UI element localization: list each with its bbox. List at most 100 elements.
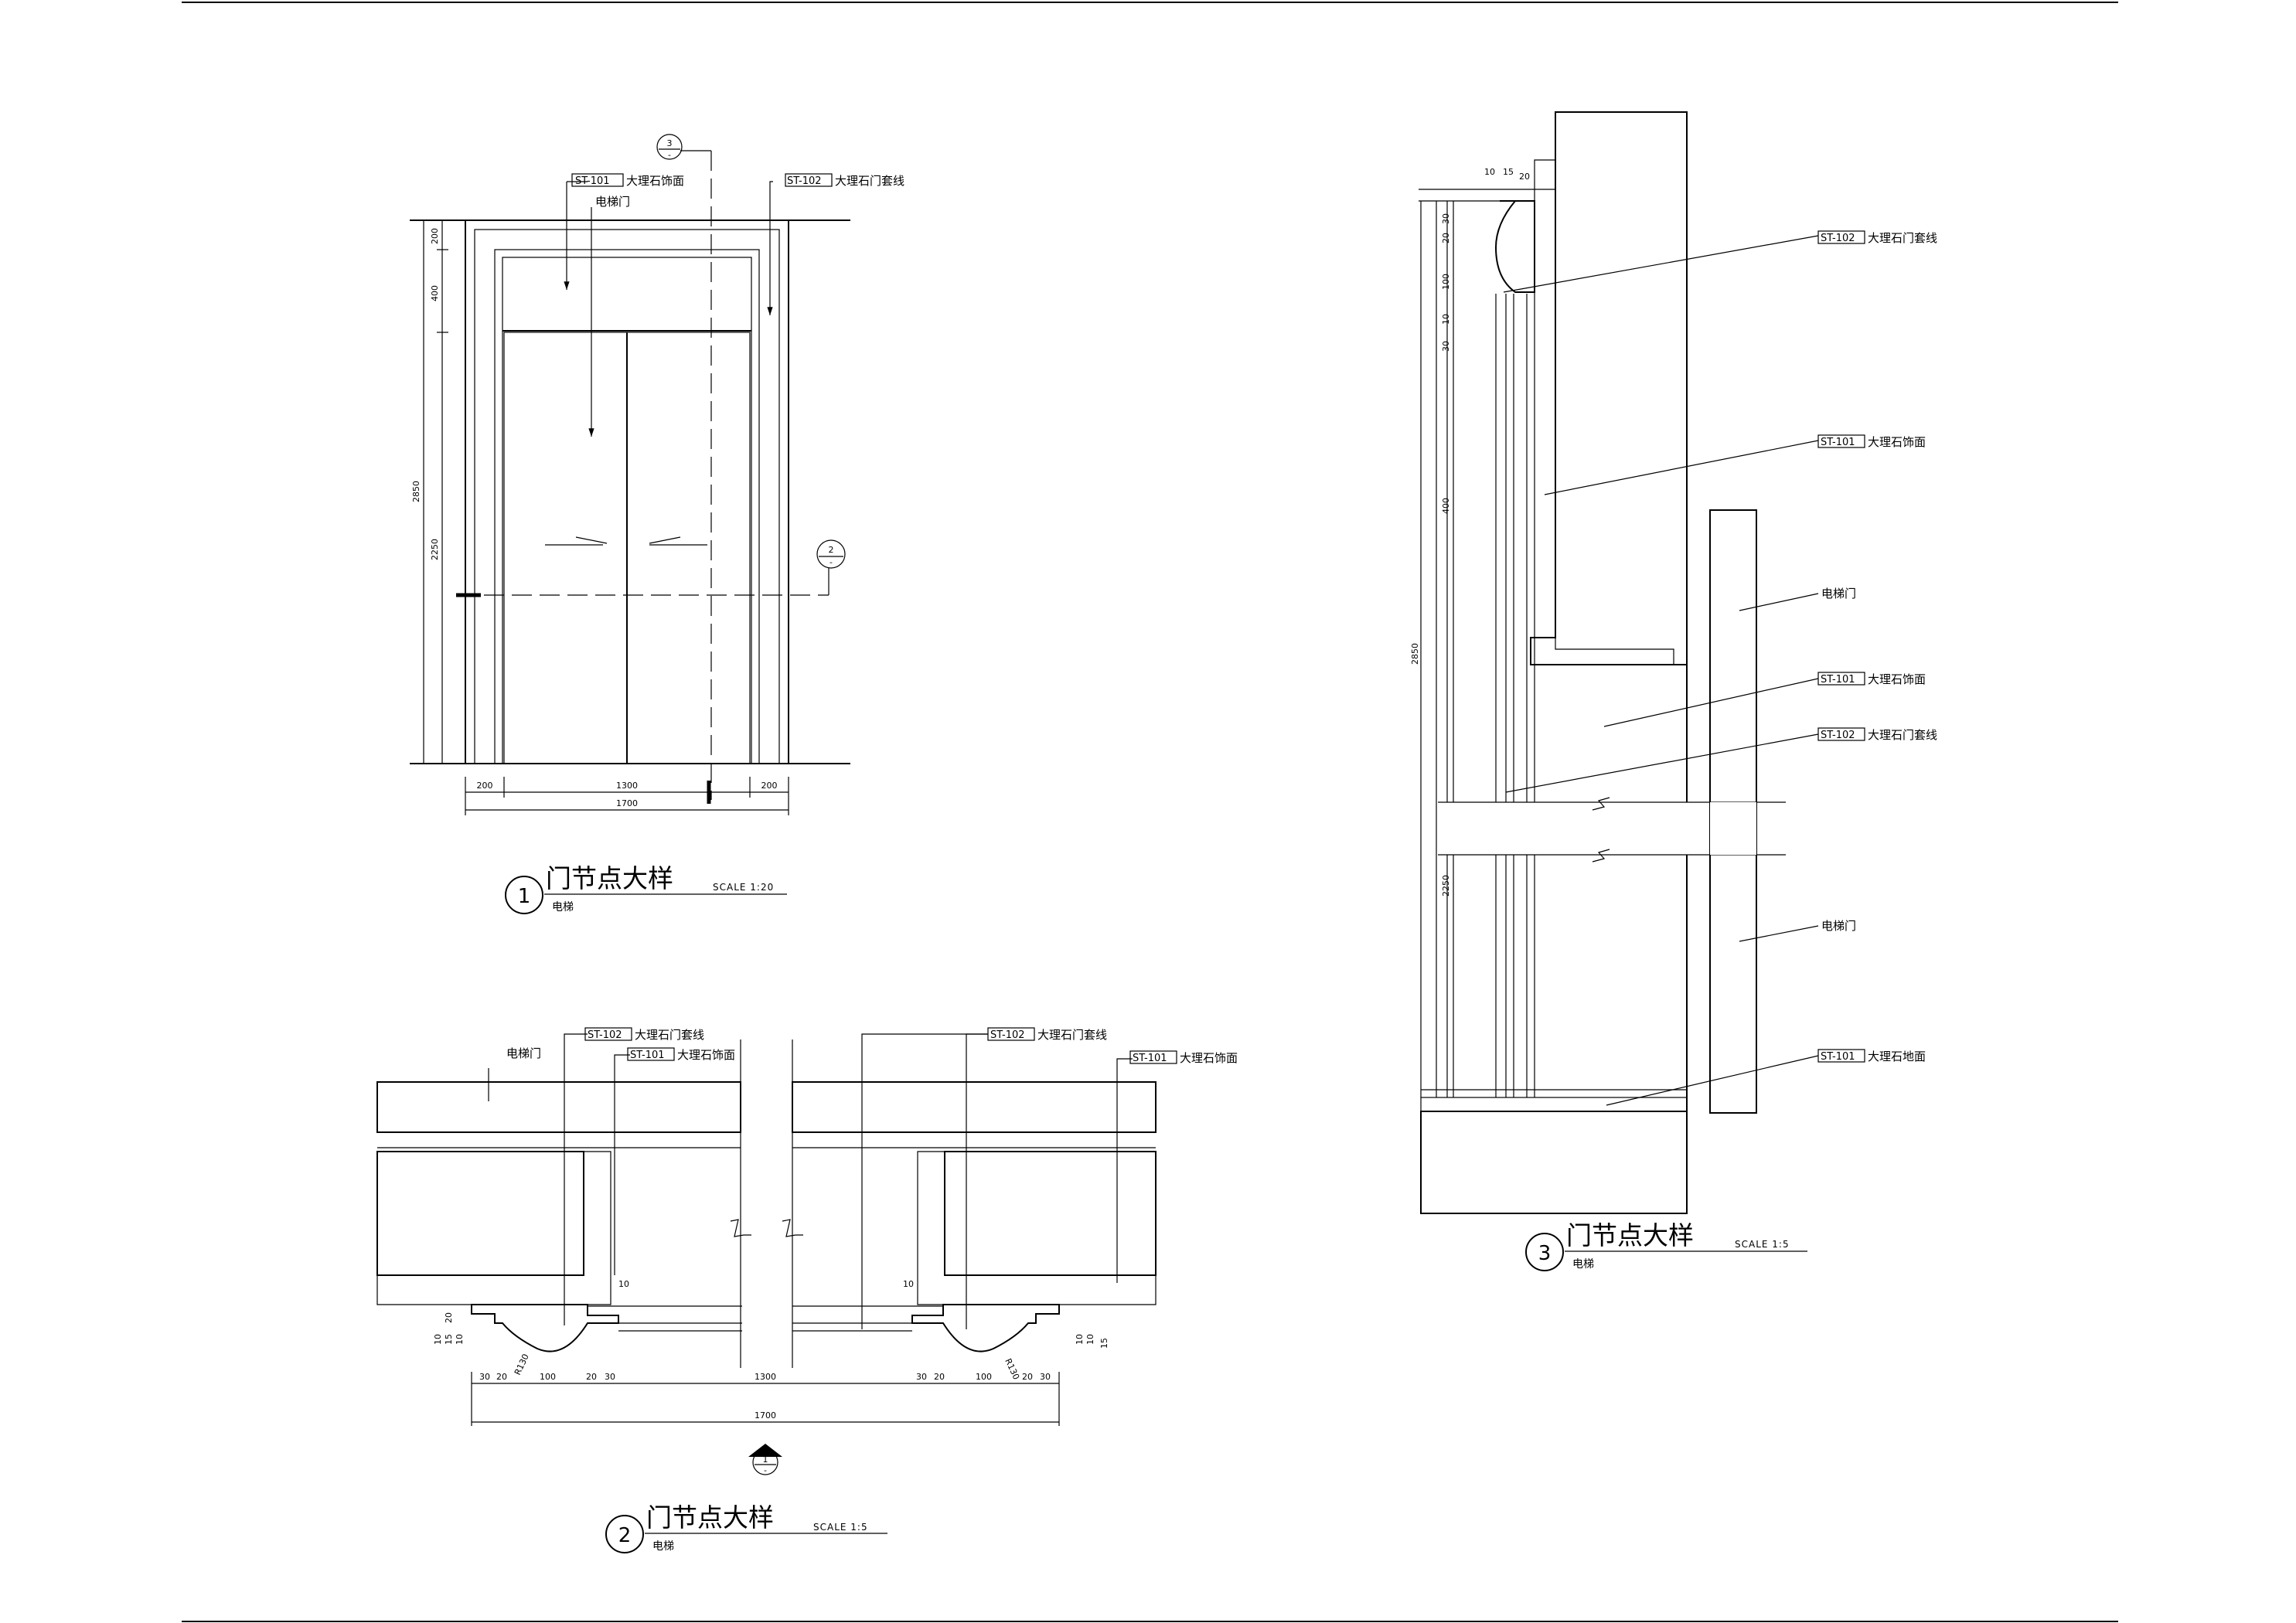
d1-label-st102: ST-102 大理石门套线 [785, 173, 904, 188]
d1-dim-h-1300: 1300 [616, 781, 638, 791]
d2-text-st101-left: 大理石饰面 [677, 1048, 735, 1062]
d2-tag-st102-left: ST-102 [588, 1029, 622, 1041]
d1-text-st102: 大理石门套线 [835, 174, 904, 188]
d2-text-st102-left: 大理石门套线 [635, 1028, 704, 1042]
d2-marker-sub: - [764, 1465, 767, 1475]
d2-text-st102-right: 大理石门套线 [1037, 1028, 1107, 1042]
d2-side-r-10b: 10 [1085, 1334, 1095, 1345]
d3-label-4: ST-101 大理石饰面 [1817, 672, 1926, 686]
d2-title-number: 2 [618, 1524, 632, 1547]
d3-top-15: 15 [1503, 167, 1514, 177]
d1-title-text: 门节点大样 [546, 863, 673, 893]
d3-leader-1 [1503, 235, 1819, 293]
d3-label-6: 电梯门 [1821, 919, 1856, 933]
detail3-section: ST-102 大理石门套线 ST-101 大理石饰面 电梯门 ST-101 大理… [1410, 111, 1937, 1271]
d2-tag-st101-left: ST-101 [630, 1050, 665, 1061]
detail2-plan: 电梯门 ST-102 大理石门套线 ST-101 大理石饰面 ST-102 大理… [376, 1027, 1238, 1553]
detail3-title-block: 3 门节点大样 SCALE 1:5 电梯 [1525, 1220, 1807, 1271]
d1-dim-h-1700: 1700 [616, 798, 638, 808]
d2-marker-num: 1 [763, 1455, 768, 1465]
d3-text-5: 大理石门套线 [1868, 728, 1937, 742]
d3-dim-2850: 2850 [1410, 643, 1420, 665]
d3-leader-5 [1505, 733, 1819, 793]
d3-text-1: 大理石门套线 [1868, 231, 1937, 245]
wall-right-hatch [944, 1151, 1157, 1276]
callout-2-sub: - [829, 557, 833, 567]
d2-leader-st101-left [614, 1054, 630, 1275]
d2-leader-st101-right [1116, 1058, 1133, 1283]
d2-bl-100: 100 [540, 1372, 556, 1382]
d3-title-number: 3 [1538, 1242, 1552, 1265]
d2-side-r-10: 10 [1075, 1334, 1085, 1345]
d3-dim-100: 100 [1441, 274, 1451, 290]
d3-label-1: ST-102 大理石门套线 [1817, 230, 1937, 245]
d3-casing-profile [1494, 200, 1535, 293]
d3-text-2: 大理石饰面 [1868, 435, 1926, 449]
break-zig-right [782, 1219, 803, 1237]
finish-left [376, 1151, 611, 1305]
d3-finish-upper [1534, 159, 1674, 665]
d1-scale: SCALE 1:20 [713, 882, 774, 893]
d2-br-20a: 20 [934, 1372, 945, 1382]
d2-title-text: 门节点大样 [646, 1502, 774, 1533]
d1-dim-200: 200 [430, 228, 440, 244]
d1-label-st101: ST-101 大理石饰面 [571, 173, 684, 188]
d3-text-7: 大理石地面 [1868, 1050, 1926, 1063]
d3-dim-20: 20 [1441, 233, 1451, 243]
d1-tag-st102: ST-102 [787, 175, 822, 187]
d2-dim-10-right: 10 [903, 1279, 914, 1289]
d3-dim-30b: 30 [1441, 341, 1451, 352]
d2-bl-20a: 20 [496, 1372, 507, 1382]
callout-3: 3 - [656, 134, 683, 160]
d2-side-20: 20 [444, 1312, 454, 1323]
d2-radius-left: R130 [513, 1352, 531, 1376]
d2-subtitle: 电梯 [652, 1540, 674, 1553]
d3-leader-3 [1739, 593, 1819, 611]
d3-leader-7 [1606, 1055, 1819, 1106]
d2-br-30b: 30 [1040, 1372, 1051, 1382]
d3-scale: SCALE 1:5 [1735, 1239, 1790, 1250]
d3-zig-top [1592, 797, 1610, 811]
d1-dim-h-200a: 200 [477, 781, 493, 791]
d3-floor-hatch [1420, 1111, 1688, 1214]
wall-left-hatch [376, 1151, 584, 1276]
d3-tag-5: ST-102 [1821, 730, 1855, 741]
d2-tag-st102-right: ST-102 [990, 1029, 1025, 1041]
d1-dim-2850: 2850 [411, 481, 421, 502]
d3-subtitle: 电梯 [1572, 1258, 1594, 1271]
d1-subtitle: 电梯 [552, 901, 574, 914]
casing-profile-left [471, 1304, 619, 1352]
door-mark-right-2 [649, 536, 681, 544]
d3-leader-2 [1544, 440, 1819, 495]
d2-bl-30a: 30 [479, 1372, 490, 1382]
d3-top-10: 10 [1484, 167, 1495, 177]
d3-leader-6 [1739, 925, 1819, 942]
callout-3-number: 3 [667, 138, 673, 148]
d1-dim-2250: 2250 [430, 539, 440, 560]
callout-2-number: 2 [829, 545, 834, 555]
d2-label-st102-right: ST-102 大理石门套线 [987, 1027, 1107, 1042]
d2-tag-st101-right: ST-101 [1133, 1053, 1167, 1064]
d3-title-text: 门节点大样 [1566, 1220, 1694, 1250]
d3-tag-4: ST-101 [1821, 674, 1855, 686]
d3-label-5: ST-102 大理石门套线 [1817, 727, 1937, 742]
detail1-title-block: 1 门节点大样 SCALE 1:20 电梯 [505, 863, 787, 914]
d2-side-10: 10 [433, 1334, 443, 1345]
d2-dim-10-left: 10 [618, 1279, 629, 1289]
d2-leader-st102-right-a [861, 1033, 988, 1329]
d2-radius-right: R130 [1003, 1357, 1021, 1381]
d2-leader-st102-right-b [966, 1033, 988, 1329]
d1-tag-st101: ST-101 [575, 175, 610, 187]
d2-label-st101-left: ST-101 大理石饰面 [627, 1047, 735, 1062]
d1-text-st101: 大理石饰面 [626, 174, 684, 188]
door-mark-left-2 [575, 536, 608, 544]
d1-dim-400: 400 [430, 285, 440, 301]
callout-2: 2 - [816, 539, 846, 569]
d2-side-r-15: 15 [1099, 1338, 1109, 1349]
d3-leader-4 [1603, 678, 1819, 727]
marble-band-left [376, 1081, 741, 1133]
d3-tag-2: ST-101 [1821, 437, 1855, 448]
casing-profile-right [911, 1304, 1060, 1352]
d3-floor-finish [1420, 1097, 1688, 1112]
